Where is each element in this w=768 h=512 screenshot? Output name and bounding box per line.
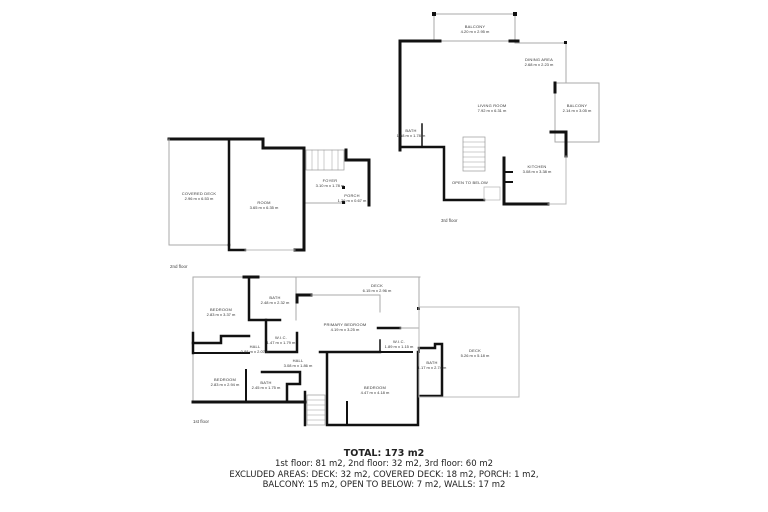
room-label-balcony-right: BALCONY 2.14 m x 3.05 m <box>563 103 592 113</box>
room-label-balcony-top: BALCONY 4.20 m x 2.95 m <box>461 24 490 34</box>
room-label-bath-right: BATH 1.17 m x 2.74 m <box>418 360 447 370</box>
floor-areas: 1st floor: 81 m2, 2nd floor: 32 m2, 3rd … <box>274 459 494 469</box>
room-name: LIVING ROOM <box>477 103 507 108</box>
room-name: DECK <box>371 283 383 288</box>
excluded-areas-line-2: BALCONY: 15 m2, OPEN TO BELOW: 7 m2, WAL… <box>262 480 506 490</box>
room-name: DINING AREA <box>525 57 553 62</box>
room-label-bedroom-large: BEDROOM 4.47 m x 4.18 m <box>361 385 390 395</box>
room-label-deck-top: DECK 6.15 m x 2.96 m <box>363 283 392 293</box>
room-name: BEDROOM <box>363 385 387 390</box>
second-floor-plan <box>167 137 371 252</box>
room-dimensions: 2.48 m x 2.32 m <box>260 300 290 305</box>
room-name: DECK <box>469 348 481 353</box>
room-name: COVERED DECK <box>181 191 217 196</box>
room-dimensions: 2.14 m x 3.05 m <box>562 108 592 113</box>
room-dimensions: 2.45 m x 1.75 m <box>251 385 281 390</box>
room-label-wic-left: W.I.C. 1.47 m x 1.79 m <box>267 335 296 345</box>
room-label-foyer: FOYER 3.10 m x 1.78 m <box>316 178 345 188</box>
room-name: W.I.C. <box>392 339 406 344</box>
room-label-hall-small: HALL 0.88 m x 2.07 m <box>241 344 270 354</box>
room-dimensions: 4.47 m x 4.18 m <box>360 390 390 395</box>
floor-label-3rd: 3rd floor <box>441 218 458 223</box>
room-label-covered-deck: COVERED DECK 2.96 m x 6.53 m <box>182 191 216 201</box>
room-dimensions: 1.26 m x 0.67 m <box>337 198 367 203</box>
room-dimensions: 4.19 m x 3.25 m <box>330 327 360 332</box>
room-label-kitchen: KITCHEN 3.08 m x 3.38 m <box>523 164 552 174</box>
room-dimensions: 0.88 m x 2.07 m <box>240 349 270 354</box>
room-label-bedroom-top-left: BEDROOM 2.83 m x 3.37 m <box>207 307 236 317</box>
room-name: BALCONY <box>464 24 486 29</box>
room-dimensions: 3.10 m x 1.78 m <box>315 183 345 188</box>
room-name: OPEN TO BELOW <box>451 180 489 185</box>
room-dimensions: 6.15 m x 2.96 m <box>362 288 392 293</box>
room-dimensions: 4.20 m x 2.95 m <box>460 29 490 34</box>
room-label-bath-upper: BATH 2.48 m x 2.32 m <box>261 295 290 305</box>
room-dimensions: 2.68 m x 2.23 m <box>524 62 554 67</box>
room-label-room: ROOM 3.65 m x 6.35 m <box>250 200 279 210</box>
room-label-wic-right: W.I.C. 1.89 m x 1.15 m <box>385 339 414 349</box>
room-label-primary-bedroom: PRIMARY BEDROOM 4.19 m x 3.25 m <box>324 322 367 332</box>
room-name: BATH <box>260 380 272 385</box>
room-dimensions: 3.65 m x 6.35 m <box>249 205 279 210</box>
room-label-bath-lower: BATH 2.45 m x 1.75 m <box>252 380 281 390</box>
room-name: BEDROOM <box>209 307 233 312</box>
room-name: HALL <box>249 344 261 349</box>
room-name: KITCHEN <box>527 164 547 169</box>
room-name: PRIMARY BEDROOM <box>323 322 367 327</box>
room-name: HALL <box>292 358 304 363</box>
room-dimensions: 1.47 m x 1.79 m <box>266 340 296 345</box>
room-label-open-to-below: OPEN TO BELOW <box>452 180 488 185</box>
room-label-bedroom-bottom-left: BEDROOM 2.83 m x 2.94 m <box>211 377 240 387</box>
room-dimensions: 7.92 m x 6.31 m <box>477 108 507 113</box>
room-name: ROOM <box>257 200 271 205</box>
room-label-hall-main: HALL 3.08 m x 1.86 m <box>284 358 313 368</box>
room-dimensions: 2.96 m x 6.53 m <box>184 196 214 201</box>
room-dimensions: 2.83 m x 2.94 m <box>210 382 240 387</box>
room-name: PORCH <box>344 193 360 198</box>
room-label-bath-3rd: BATH 1.68 m x 1.78 m <box>397 128 426 138</box>
room-dimensions: 1.89 m x 1.15 m <box>384 344 414 349</box>
room-name: BALCONY <box>566 103 588 108</box>
room-name: FOYER <box>322 178 338 183</box>
room-dimensions: 1.68 m x 1.78 m <box>396 133 426 138</box>
room-name: BEDROOM <box>213 377 237 382</box>
room-name: BATH <box>426 360 438 365</box>
total-area: TOTAL: 173 m2 <box>343 448 425 459</box>
room-dimensions: 3.08 m x 3.38 m <box>522 169 552 174</box>
room-dimensions: 5.26 m x 5.18 m <box>460 353 490 358</box>
room-label-deck-right: DECK 5.26 m x 5.18 m <box>461 348 490 358</box>
room-name: BATH <box>405 128 417 133</box>
area-summary: TOTAL: 173 m2 1st floor: 81 m2, 2nd floo… <box>0 448 768 491</box>
first-floor-plan <box>191 275 520 427</box>
third-floor-plan <box>398 12 600 206</box>
room-name: BATH <box>269 295 281 300</box>
floor-label-2nd: 2nd floor <box>170 264 188 269</box>
room-name: W.I.C. <box>274 335 288 340</box>
room-dimensions: 3.08 m x 1.86 m <box>283 363 313 368</box>
excluded-areas-line-1: EXCLUDED AREAS: DECK: 32 m2, COVERED DEC… <box>229 469 539 480</box>
room-label-porch: PORCH 1.26 m x 0.67 m <box>338 193 367 203</box>
room-dimensions: 2.83 m x 3.37 m <box>206 312 236 317</box>
room-dimensions: 1.17 m x 2.74 m <box>417 365 447 370</box>
floor-label-1st: 1st floor <box>193 419 210 424</box>
room-label-dining-area: DINING AREA 2.68 m x 2.23 m <box>525 57 554 67</box>
room-label-living-room: LIVING ROOM 7.92 m x 6.31 m <box>478 103 507 113</box>
